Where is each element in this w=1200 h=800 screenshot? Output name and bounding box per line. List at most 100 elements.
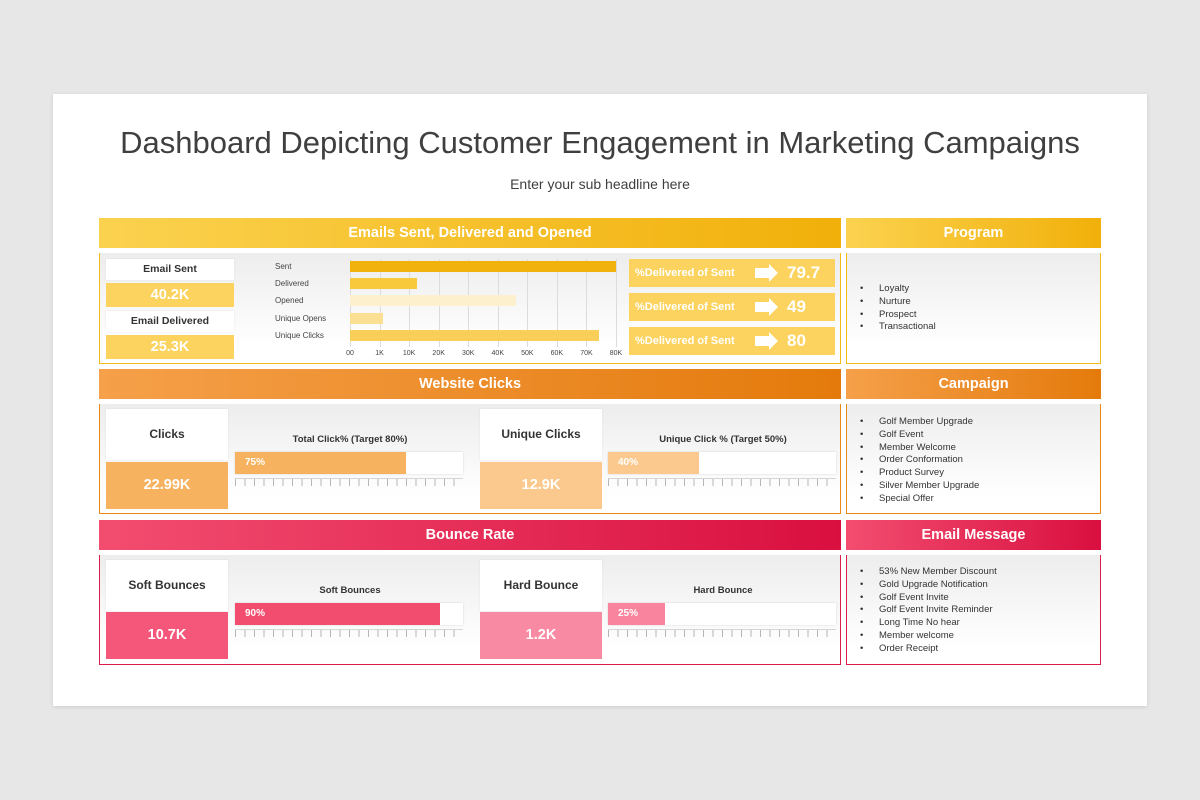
total-click-fill: 75% [235, 452, 406, 474]
emails-panel: Email Sent 40.2K Email Delivered 25.3K 0… [99, 253, 841, 364]
list-item: Order Conformation [858, 454, 979, 467]
kpi-label: %Delivered of Sent [635, 335, 735, 347]
hard-bounce-gauge: 25% [608, 603, 836, 625]
list-item: Gold Upgrade Notification [858, 579, 997, 592]
website-clicks-panel: Clicks 22.99K Total Click% (Target 80%) … [99, 404, 841, 514]
hard-bounce-value: 1.2K [480, 612, 602, 659]
chart-bar [350, 329, 600, 341]
chart-x-tick: 1K [375, 350, 384, 357]
list-item: 53% New Member Discount [858, 566, 997, 579]
email-delivered-label: Email Delivered [106, 311, 234, 332]
soft-bounces-value: 10.7K [106, 612, 228, 659]
email-delivered-value: 25.3K [106, 335, 234, 359]
chart-x-tick: 80K [609, 350, 623, 357]
arrow-right-icon [755, 298, 778, 316]
kpi-value: 79.7 [787, 263, 821, 282]
kpi-value: 80 [787, 331, 806, 350]
unique-clicks-label: Unique Clicks [480, 409, 602, 460]
kpi-delivered-3: %Delivered of Sent 80 [629, 327, 835, 355]
list-item: Golf Member Upgrade [858, 416, 979, 429]
emails-header: Emails Sent, Delivered and Opened [99, 218, 841, 248]
clicks-value: 22.99K [106, 462, 228, 509]
chart-x-tick: 60K [550, 350, 564, 357]
chart-bar [350, 278, 417, 290]
gauge-ticks [608, 629, 836, 637]
gauge-ticks [235, 478, 463, 486]
list-item: Nurture [858, 296, 936, 309]
chart-bar [350, 295, 517, 307]
chart-x-tick: 30K [461, 350, 475, 357]
soft-bounces-fill: 90% [235, 603, 441, 625]
list-item: Golf Event Invite Reminder [858, 604, 997, 617]
list-item: Long Time No hear [858, 617, 997, 630]
unique-click-gauge: 40% [608, 452, 836, 474]
program-header: Program [846, 218, 1101, 248]
kpi-value: 49 [787, 297, 806, 316]
chart-x-tick: 10K [402, 350, 416, 357]
chart-category-label: Sent [275, 262, 292, 271]
page-title: Dashboard Depicting Customer Engagement … [120, 125, 1080, 160]
unique-clicks-value: 12.9K [480, 462, 602, 509]
soft-bounces-title: Soft Bounces [319, 585, 381, 596]
bounce-rate-panel: Soft Bounces 10.7K Soft Bounces 90% Hard… [99, 555, 841, 665]
email-message-list: 53% New Member Discount Gold Upgrade Not… [858, 566, 997, 656]
list-item: Prospect [858, 309, 936, 322]
chart-x-tick: 00 [346, 350, 354, 357]
list-item: Member welcome [858, 630, 997, 643]
bounce-rate-header: Bounce Rate [99, 520, 841, 550]
unique-click-fill: 40% [608, 452, 700, 474]
clicks-label: Clicks [106, 409, 228, 460]
list-item: Member Welcome [858, 442, 979, 455]
total-click-gauge: 75% [235, 452, 463, 474]
kpi-delivered-2: %Delivered of Sent 49 [629, 293, 835, 321]
list-item: Golf Event [858, 429, 979, 442]
hard-bounce-title: Hard Bounce [693, 585, 753, 596]
list-item: Loyalty [858, 283, 936, 296]
list-item: Special Offer [858, 493, 979, 506]
chart-gridline [586, 259, 588, 347]
chart-gridline [616, 259, 617, 347]
chart-bar [350, 312, 384, 324]
total-click-title: Total Click% (Target 80%) [292, 434, 408, 445]
chart-x-tick: 50K [521, 350, 534, 357]
campaign-list: Golf Member Upgrade Golf Event Member We… [858, 416, 979, 506]
arrow-right-icon [755, 332, 778, 350]
list-item: Silver Member Upgrade [858, 480, 979, 493]
list-item: Transactional [858, 321, 936, 334]
gauge-ticks [608, 478, 836, 486]
chart-x-tick: 20K [432, 350, 445, 357]
email-message-panel: 53% New Member Discount Gold Upgrade Not… [846, 555, 1101, 665]
chart-gridline [556, 259, 558, 347]
chart-bar [350, 261, 616, 272]
chart-x-tick: 40K [491, 350, 504, 357]
chart-x-tick: 70K [580, 350, 593, 357]
email-message-header: Email Message [846, 520, 1101, 550]
arrow-right-icon [755, 264, 778, 282]
soft-bounces-gauge: 90% [235, 603, 463, 625]
soft-bounces-label: Soft Bounces [106, 560, 228, 611]
chart-category-label: Unique Clicks [275, 330, 324, 340]
email-sent-value: 40.2K [106, 283, 234, 307]
page-subtitle: Enter your sub headline here [510, 176, 690, 192]
list-item: Product Survey [858, 467, 979, 480]
unique-click-title: Unique Click % (Target 50%) [659, 434, 787, 445]
kpi-label: %Delivered of Sent [635, 301, 735, 313]
website-clicks-header: Website Clicks [99, 369, 841, 399]
chart-gridline [527, 259, 529, 347]
chart-category-label: Delivered [275, 279, 309, 289]
program-panel: Loyalty Nurture Prospect Transactional [846, 253, 1101, 364]
chart-category-label: Opened [275, 296, 304, 306]
program-list: Loyalty Nurture Prospect Transactional [858, 283, 936, 334]
gauge-ticks [235, 629, 463, 637]
hard-bounce-label: Hard Bounce [480, 560, 602, 611]
kpi-delivered-1: %Delivered of Sent 79.7 [629, 259, 835, 287]
list-item: Golf Event Invite [858, 592, 997, 605]
list-item: Order Receipt [858, 643, 997, 656]
campaign-header: Campaign [846, 369, 1101, 399]
campaign-panel: Golf Member Upgrade Golf Event Member We… [846, 404, 1101, 514]
chart-category-label: Unique Opens [275, 313, 327, 323]
hard-bounce-fill: 25% [608, 603, 665, 625]
email-sent-label: Email Sent [106, 259, 234, 280]
kpi-label: %Delivered of Sent [635, 267, 735, 279]
